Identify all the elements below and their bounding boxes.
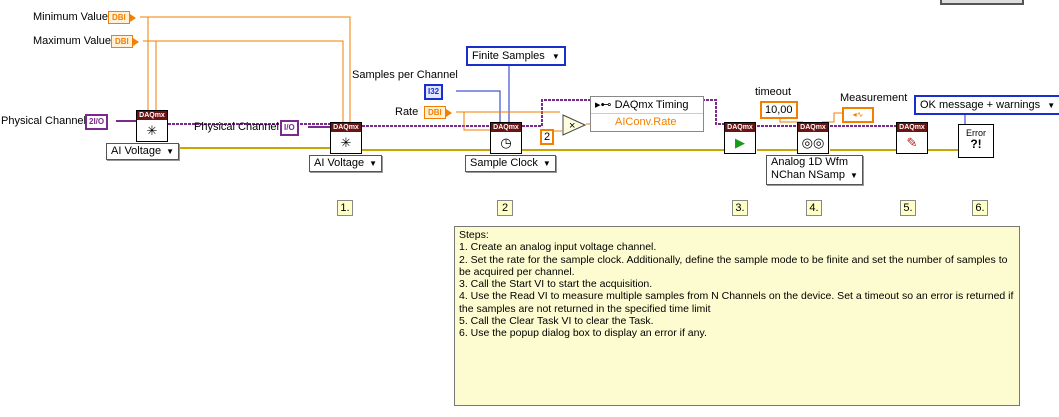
ai-voltage-ring-1[interactable]: AI Voltage ▼ bbox=[106, 143, 180, 160]
step-line-1: 1. Create an analog input voltage channe… bbox=[459, 241, 657, 254]
measurement-waveform-indicator[interactable]: ◂∿ bbox=[842, 107, 874, 123]
top-partial-button[interactable] bbox=[940, 0, 1024, 5]
ai-voltage-ring-2[interactable]: AI Voltage ▼ bbox=[309, 155, 383, 172]
vi-header: DAQmx bbox=[725, 123, 755, 132]
simple-error-handler-vi[interactable]: Error ?! bbox=[958, 124, 994, 158]
eraser-icon: ✎ bbox=[906, 135, 918, 150]
create-channel-vi-1[interactable]: DAQmx ✳ bbox=[136, 110, 168, 142]
maximum-value-label: Maximum Value bbox=[33, 35, 112, 47]
ring-value: Sample Clock bbox=[470, 157, 538, 169]
create-channel-vi-2[interactable]: DAQmx ✳ bbox=[330, 122, 362, 154]
daqmx-timing-property-node[interactable]: ▸⊷ DAQmx Timing AIConv.Rate bbox=[590, 96, 704, 132]
read-vi[interactable]: DAQmx ◎◎ bbox=[797, 122, 829, 154]
physical-channel-control-1[interactable]: 2I/O bbox=[85, 114, 109, 130]
ring-value: AI Voltage bbox=[111, 145, 162, 157]
step-label-4: 4. bbox=[806, 200, 822, 216]
measurement-label: Measurement bbox=[840, 92, 908, 104]
vi-header: DAQmx bbox=[491, 123, 521, 132]
step-label-6: 6. bbox=[972, 200, 988, 216]
steps-comment: Steps: 1. Create an analog input voltage… bbox=[454, 226, 1020, 406]
step-line-4: 4. Use the Read VI to measure multiple s… bbox=[459, 290, 1014, 315]
sample-mode-value: Finite Samples bbox=[472, 50, 545, 62]
vi-header: DAQmx bbox=[331, 123, 361, 132]
clock-icon: ◷ bbox=[500, 135, 512, 150]
sample-clock-ring[interactable]: Sample Clock ▼ bbox=[465, 155, 556, 172]
start-task-vi[interactable]: DAQmx ▶ bbox=[724, 122, 756, 154]
step-line-5: 5. Call the Clear Task VI to clear the T… bbox=[459, 315, 654, 328]
timeout-constant[interactable]: 10,00 bbox=[760, 101, 798, 119]
sample-mode-constant[interactable]: Finite Samples ▼ bbox=[466, 46, 566, 66]
error-vi-label: Error bbox=[966, 128, 986, 138]
vi-header: DAQmx bbox=[137, 111, 167, 120]
samples-per-channel-terminal[interactable]: I32 bbox=[424, 84, 444, 100]
dropdown-arrow-icon: ▼ bbox=[849, 171, 858, 180]
step-label-1: 1. bbox=[337, 200, 353, 216]
glasses-icon: ◎◎ bbox=[801, 135, 825, 150]
property-node-property: AIConv.Rate bbox=[615, 116, 677, 128]
property-node-icon: ▸⊷ bbox=[595, 99, 615, 111]
dropdown-arrow-icon: ▼ bbox=[369, 159, 378, 168]
multiply-function[interactable]: × bbox=[562, 114, 586, 136]
rate-terminal[interactable]: DBl bbox=[424, 106, 452, 119]
dropdown-arrow-icon: ▼ bbox=[1047, 101, 1056, 110]
steps-heading: Steps: bbox=[459, 229, 489, 241]
rate-label: Rate bbox=[395, 106, 419, 118]
step-line-2: 2. Set the rate for the sample clock. Ad… bbox=[459, 253, 1008, 278]
ring-value: AI Voltage bbox=[314, 157, 365, 169]
dropdown-arrow-icon: ▼ bbox=[166, 147, 175, 156]
svg-text:×: × bbox=[569, 120, 575, 132]
step-label-5: 5. bbox=[900, 200, 916, 216]
step-label-2: 2 bbox=[497, 200, 513, 216]
multiplier-constant[interactable]: 2 bbox=[540, 129, 555, 145]
physical-channel-label-2: Physical Channel bbox=[194, 121, 279, 133]
physical-channel-control-2[interactable]: I/O bbox=[280, 120, 299, 136]
message-type-value: OK message + warnings bbox=[920, 99, 1041, 111]
minimum-value-terminal[interactable]: DBl bbox=[108, 11, 136, 24]
read-polymorphic-ring[interactable]: Analog 1D Wfm NChan NSamp ▼ bbox=[766, 155, 863, 185]
step-line-6: 6. Use the popup dialog box to display a… bbox=[459, 327, 707, 340]
minimum-value-label: Minimum Value bbox=[33, 11, 108, 23]
ring-value-line2: NChan NSamp bbox=[771, 169, 845, 181]
physical-channel-label-1: Physical Channel bbox=[1, 115, 86, 127]
dropdown-arrow-icon: ▼ bbox=[542, 159, 551, 168]
ring-value-line1: Analog 1D Wfm bbox=[771, 156, 849, 168]
timeout-label: timeout bbox=[755, 86, 792, 98]
maximum-value-terminal[interactable]: DBl bbox=[111, 35, 139, 48]
vi-header: DAQmx bbox=[798, 123, 828, 132]
message-type-constant[interactable]: OK message + warnings ▼ bbox=[914, 95, 1059, 115]
question-mark-icon: ?! bbox=[970, 137, 982, 151]
play-icon: ▶ bbox=[735, 135, 745, 150]
vi-header: DAQmx bbox=[897, 123, 927, 132]
property-node-title: DAQmx Timing bbox=[614, 99, 689, 111]
clear-task-vi[interactable]: DAQmx ✎ bbox=[896, 122, 928, 154]
step-line-3: 3. Call the Start VI to start the acquis… bbox=[459, 278, 653, 291]
samples-per-channel-label: Samples per Channel bbox=[352, 69, 458, 81]
step-label-3: 3. bbox=[732, 200, 748, 216]
dropdown-arrow-icon: ▼ bbox=[551, 52, 560, 61]
create-channel-icon: ✳ bbox=[340, 135, 352, 150]
create-channel-icon: ✳ bbox=[146, 123, 158, 138]
timing-vi[interactable]: DAQmx ◷ bbox=[490, 122, 522, 154]
